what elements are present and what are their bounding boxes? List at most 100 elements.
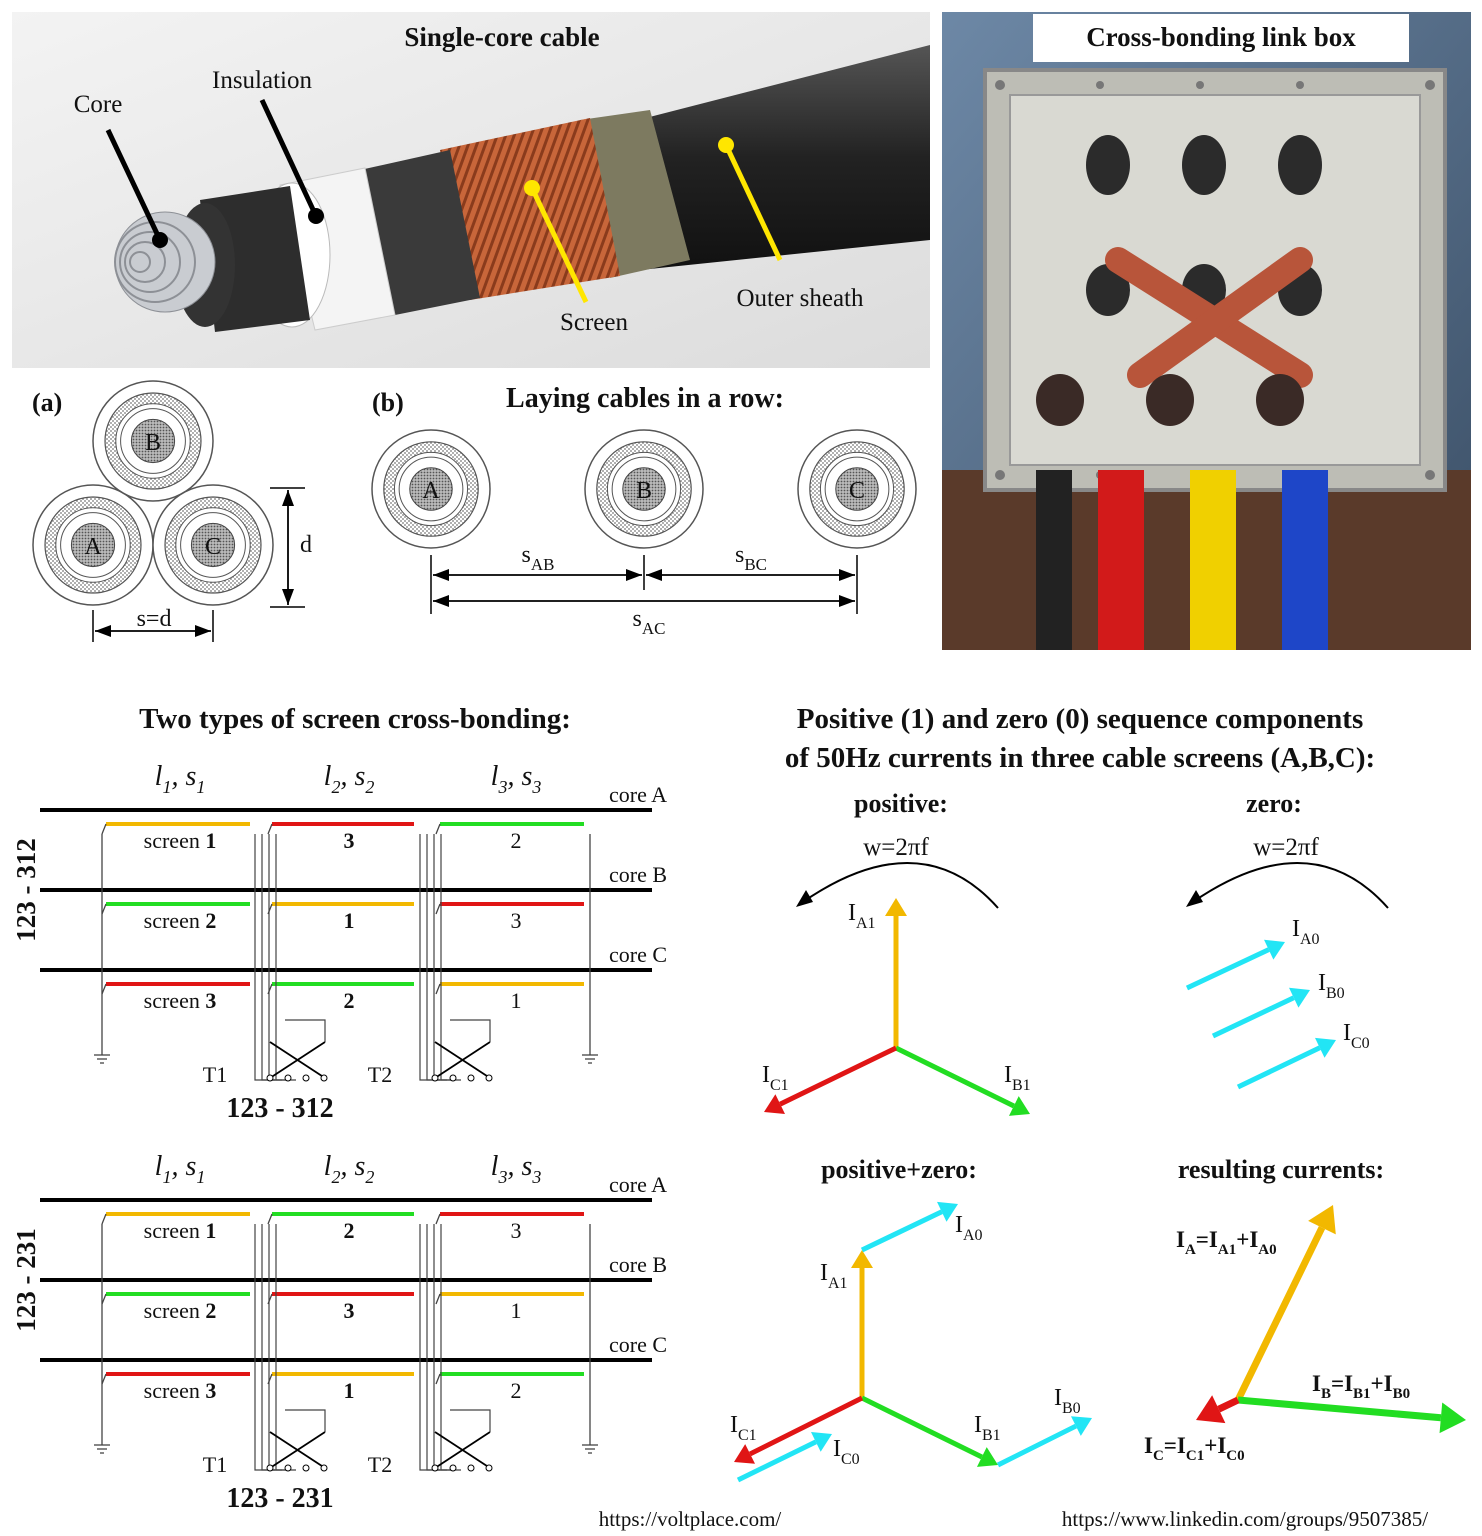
- screen-number-label: 3: [511, 908, 522, 933]
- trefoil-cable-c: C: [152, 484, 274, 606]
- arrow-ic1: [764, 1045, 898, 1115]
- footer-link-voltplace[interactable]: https://voltplace.com/: [599, 1507, 782, 1531]
- screen-number-label: screen 2: [144, 908, 217, 933]
- ic1-label: IC1: [762, 1062, 789, 1094]
- resulting-currents-panel: resulting currents: IA=IA1+IA0 IB=IB1+IB…: [1144, 1155, 1466, 1464]
- side-label: 123 - 312: [11, 838, 41, 942]
- core-label-3: core C: [609, 1332, 667, 1357]
- screen-number-label: screen 3: [144, 1378, 217, 1403]
- s-equals-d-label: s=d: [137, 606, 172, 632]
- sum-ia1-label: IA1: [820, 1260, 848, 1292]
- crossbond-diagram-1: l1, s1 l2, s2 l3, s3 123 - 312 core A screen …: [11, 761, 667, 1124]
- link-t2: T2: [368, 1224, 493, 1477]
- d-label: d: [300, 532, 312, 558]
- side-label: 123 - 231: [11, 1228, 41, 1332]
- row-cable-a-label: A: [422, 478, 440, 504]
- core-label-2: core B: [609, 862, 667, 887]
- screen-number-label: screen 1: [144, 1218, 217, 1243]
- footer-link-linkedin[interactable]: https://www.linkedin.com/groups/9507385/: [1062, 1507, 1428, 1531]
- link-t2-label: T2: [368, 1062, 392, 1087]
- ia1-label: IA1: [848, 900, 876, 932]
- arrow-ib0: [1211, 987, 1310, 1039]
- crossbond-diagrams: l1, s1 l2, s2 l3, s3 123 - 312 core A screen …: [11, 761, 667, 1514]
- trefoil-cable-a-label: A: [84, 534, 102, 560]
- s-ac-label: sAC: [633, 606, 666, 638]
- arrow-sum-ib1: [860, 1395, 998, 1467]
- screen-number-label: 2: [511, 828, 522, 853]
- result-ia-label: IA=IA1+IA0: [1176, 1227, 1277, 1258]
- sum-ic0-label: IC0: [833, 1436, 860, 1468]
- row-cable-c-label: C: [849, 478, 865, 504]
- link-box-photo-illustration: Cross-bonding link box: [942, 12, 1471, 650]
- result-title: resulting currents:: [1178, 1155, 1384, 1184]
- zero-title: zero:: [1246, 789, 1302, 818]
- core-label-3: core C: [609, 942, 667, 967]
- bottom-label: 123 - 312: [226, 1093, 333, 1124]
- link-t1-label: T1: [203, 1452, 227, 1477]
- link-box-title: Cross-bonding link box: [1086, 22, 1356, 52]
- trefoil-cable-c-label: C: [205, 534, 221, 560]
- positive-plus-zero-panel: positive+zero: IA1 IA0 IB1 IB0 IC1 IC0: [730, 1155, 1092, 1483]
- trefoil-cable-a: A: [32, 484, 154, 606]
- panel-b-tag: (b): [372, 388, 404, 417]
- section-label-1: l1, s1: [155, 761, 206, 797]
- sum-title: positive+zero:: [821, 1155, 977, 1184]
- cable-photo-illustration: Single-core cable Core Insulation Screen…: [12, 12, 930, 368]
- screen-number-label: screen 3: [144, 988, 217, 1013]
- arrow-sum-ib0: [996, 1416, 1092, 1468]
- arrow-ib1: [894, 1045, 1030, 1116]
- panel-a-tag: (a): [32, 388, 62, 417]
- positive-title: positive:: [854, 789, 948, 818]
- arrow-ib-result: [1237, 1396, 1466, 1434]
- screen-number-label: 2: [511, 1378, 522, 1403]
- section-label-2: l2, s2: [324, 761, 375, 797]
- section-label-3: l3, s3: [491, 761, 542, 797]
- arrow-ia1: [885, 898, 907, 1048]
- ia0-label: IA0: [1292, 916, 1320, 948]
- phasor-title-line1: Positive (1) and zero (0) sequence compo…: [797, 703, 1364, 735]
- section-label-3: l3, s3: [491, 1151, 542, 1187]
- core-label-1: core A: [609, 782, 667, 807]
- arrow-ic-result: [1196, 1395, 1240, 1424]
- link-t1-label: T1: [203, 1062, 227, 1087]
- row-cable-b: B: [584, 429, 704, 549]
- zero-rotation-label: w=2πf: [1253, 834, 1319, 861]
- sum-ib1-label: IB1: [974, 1412, 1001, 1444]
- trefoil-cable-b-label: B: [145, 430, 161, 456]
- sum-ic1-label: IC1: [730, 1412, 757, 1444]
- label-outer-sheath: Outer sheath: [736, 285, 864, 312]
- label-core: Core: [74, 91, 123, 118]
- arrow-ic0: [1236, 1037, 1336, 1090]
- link-t2: T2: [368, 834, 493, 1087]
- link-t2-label: T2: [368, 1452, 392, 1477]
- trefoil-cable-b: B: [92, 380, 214, 502]
- arrow-sum-ic0: [736, 1432, 832, 1483]
- link-t1: T1: [203, 1224, 328, 1477]
- arrow-sum-ia1: [851, 1250, 873, 1398]
- screen-number-label: 3: [511, 1218, 522, 1243]
- label-screen: Screen: [560, 309, 629, 336]
- section-label-2: l2, s2: [324, 1151, 375, 1187]
- sum-ib0-label: IB0: [1054, 1385, 1081, 1417]
- ib1-label: IB1: [1004, 1062, 1031, 1094]
- screen-number-label: 2: [344, 988, 355, 1013]
- core-label-2: core B: [609, 1252, 667, 1277]
- sum-ia0-label: IA0: [955, 1212, 983, 1244]
- bottom-label: 123 - 231: [226, 1483, 333, 1514]
- arrow-ia-result: [1234, 1205, 1336, 1402]
- panel-a-trefoil: (a) A B C d s=d: [32, 380, 312, 642]
- screen-number-label: 1: [511, 1298, 522, 1323]
- s-bc-label: sBC: [735, 542, 767, 574]
- screen-number-label: 3: [344, 828, 355, 853]
- positive-rotation-label: w=2πf: [863, 834, 929, 861]
- screen-number-label: 2: [344, 1218, 355, 1243]
- ib0-label: IB0: [1318, 970, 1345, 1002]
- zero-sequence-panel: zero: w=2πf IA0 IB0 IC0: [1185, 789, 1389, 1090]
- row-cable-c: C: [797, 429, 917, 549]
- screen-number-label: screen 1: [144, 828, 217, 853]
- row-cable-a: A: [371, 429, 491, 549]
- cable-photo-title: Single-core cable: [404, 22, 599, 52]
- positive-sequence-panel: positive: w=2πf IA1 IB1 IC1: [762, 789, 1031, 1116]
